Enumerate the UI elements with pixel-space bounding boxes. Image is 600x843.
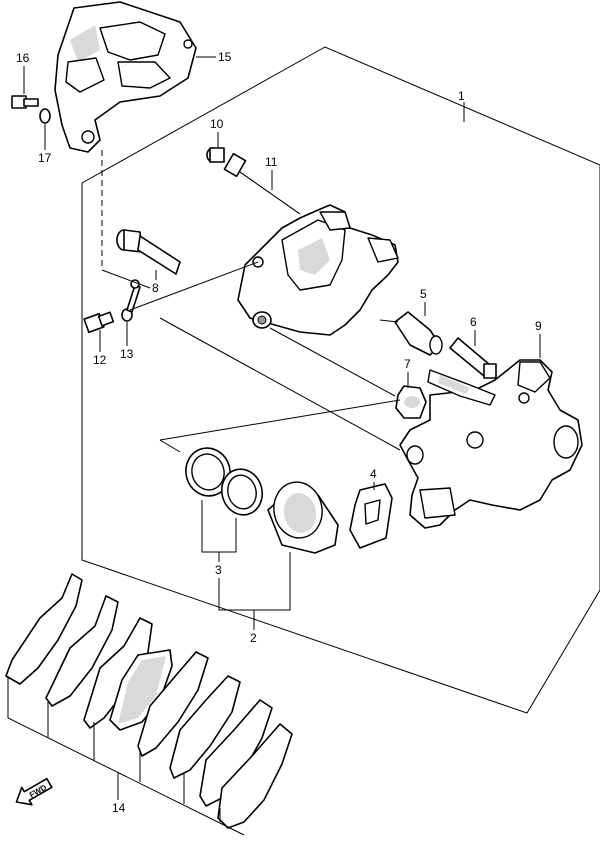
callout-11: 11 [265,155,278,169]
callout-4: 4 [370,467,377,481]
bleeder-screw-12 [83,311,115,334]
callout-13: 13 [120,347,134,361]
callout-2: 2 [250,631,257,645]
piston-seal-small [220,468,264,516]
callout-16: 16 [16,51,30,65]
leader-lines [7,56,541,836]
caliper-assembly-outline [81,46,600,714]
callout-1: 1 [458,89,465,103]
callout-12: 12 [93,353,107,367]
piston-seal-large [185,447,231,497]
callout-labels: 1 15 16 17 10 11 8 12 13 5 6 7 9 4 3 2 1… [16,50,542,815]
callout-15: 15 [218,50,232,64]
caliper-bracket-9 [399,359,583,529]
callout-6: 6 [470,315,477,329]
pin-cap-10 [206,147,225,163]
piston [267,481,339,554]
brake-pad-set [5,573,293,829]
callout-8: 8 [152,281,159,295]
caliper-guard [54,1,197,153]
washer-17 [39,108,51,124]
callout-17: 17 [38,151,52,165]
slide-pin-11 [223,152,301,215]
slide-pin-8 [116,229,181,275]
pad-spring-4 [349,483,393,549]
callout-9: 9 [535,319,542,333]
callout-5: 5 [420,287,427,301]
caliper-body [237,204,399,336]
bleeder-cap-13 [121,279,141,322]
callout-7: 7 [404,357,411,371]
forward-direction-arrow: FWD [15,777,53,806]
callout-14: 14 [112,801,126,815]
boot-7 [395,385,427,419]
boot-5 [394,311,443,356]
callout-3: 3 [215,563,222,577]
callout-10: 10 [210,117,224,131]
pin-6 [449,337,497,379]
bolt-16 [11,95,39,109]
